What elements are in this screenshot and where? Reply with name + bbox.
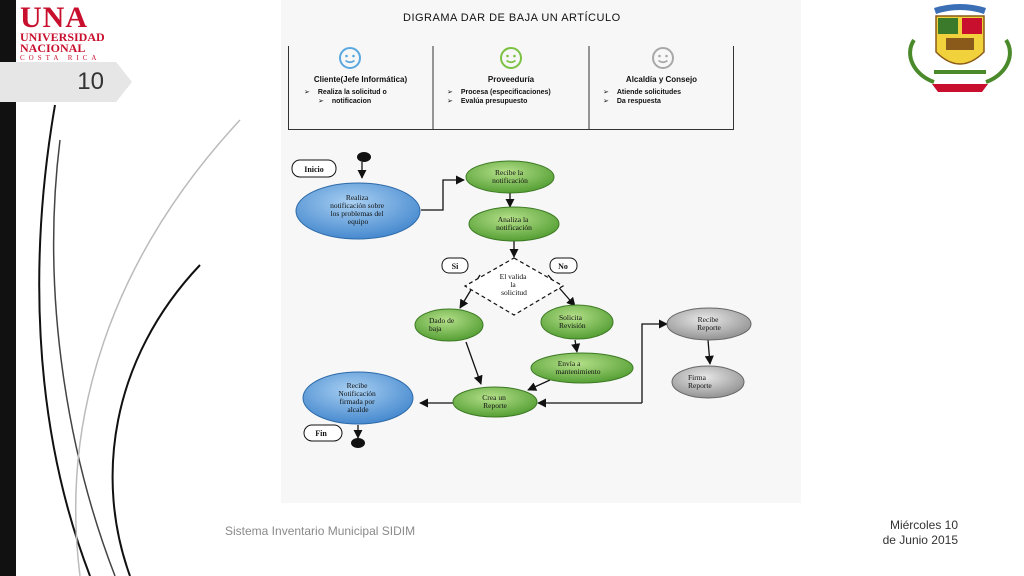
recibe-notificacion-node bbox=[465, 160, 555, 194]
fin-label-box bbox=[303, 424, 343, 442]
decision-node bbox=[463, 257, 565, 316]
lane-cliente-name: Cliente(Jefe Informática) bbox=[313, 75, 408, 84]
si-label-box bbox=[441, 257, 469, 274]
lane-proveeduria-item: Procesa (especificaciones) bbox=[447, 88, 551, 97]
firma-line: Reporte bbox=[688, 381, 712, 390]
realiza-line: notificación sobre bbox=[330, 201, 385, 210]
una-logo-title: UNA bbox=[20, 1, 88, 34]
crea-reporte-label: Crea un Reporte bbox=[482, 393, 507, 410]
solicita-revision-label: Solicita Revisión bbox=[559, 313, 586, 330]
footer-system-name: Sistema Inventario Municipal SIDIM bbox=[225, 524, 416, 538]
crea-line: Reporte bbox=[483, 401, 507, 410]
page-number: 10 bbox=[77, 68, 104, 95]
recibe-notificacion-line: Recibe la bbox=[495, 168, 524, 177]
footer-date-line1: Miércoles 10 bbox=[889, 518, 958, 532]
inicio-label: Inicio bbox=[304, 165, 324, 174]
municipal-crest-logo bbox=[908, 4, 1012, 92]
footer-date: Miércoles 10 de Junio 2015 bbox=[860, 518, 958, 548]
start-node bbox=[357, 152, 371, 162]
lane-cliente-item-cont: notificacion bbox=[331, 98, 372, 105]
si-label: Si bbox=[452, 262, 459, 271]
envia-mantenimiento-node bbox=[530, 352, 634, 384]
recibe-reporte-line: Recibe bbox=[698, 315, 719, 324]
recibe-firmada-line: Recibe bbox=[347, 381, 368, 390]
solicita-line: Solicita bbox=[559, 313, 583, 322]
diagram-title: DIGRAMA DAR DE BAJA UN ARTÍCULO bbox=[403, 12, 621, 24]
footer-date-line2: de Junio 2015 bbox=[882, 533, 958, 547]
envia-line: Envía a bbox=[558, 359, 581, 368]
lane-cliente: Cliente(Jefe Informática) Realiza la sol… bbox=[288, 46, 433, 130]
crea-reporte-node bbox=[452, 386, 538, 418]
realiza-node bbox=[295, 182, 421, 240]
envia-line: mantenimiento bbox=[556, 367, 601, 376]
firma-reporte-node bbox=[671, 365, 745, 399]
analiza-line: notificación bbox=[496, 223, 532, 232]
recibe-firmada-line: Notificación bbox=[338, 389, 376, 398]
analiza-line: Analiza la bbox=[498, 215, 529, 224]
lane-proveeduria: Proveeduría Procesa (especificaciones) E… bbox=[433, 46, 589, 130]
swimlane-header: Cliente(Jefe Informática) Realiza la sol… bbox=[288, 46, 734, 130]
recibe-firmada-line: firmada por bbox=[339, 397, 375, 406]
lane-alcaldia-name: Alcaldía y Consejo bbox=[625, 75, 698, 84]
decision-label: El valida la solicitud bbox=[500, 272, 529, 297]
lane-alcaldia-items: Atiende solicitudes Da respuesta bbox=[603, 88, 681, 106]
page-number-tab: 10 bbox=[0, 62, 132, 102]
decision-line: El valida bbox=[500, 272, 528, 281]
realiza-node-label: Realiza notificación sobre los problemas… bbox=[330, 193, 386, 226]
analiza-node bbox=[468, 206, 560, 242]
recibe-firmada-line: alcalde bbox=[347, 405, 369, 414]
recibe-firmada-label: Recibe Notificación firmada por alcalde bbox=[338, 381, 377, 414]
realiza-line: los problemas del bbox=[331, 209, 384, 218]
end-node bbox=[351, 438, 365, 448]
una-logo-line3: NACIONAL bbox=[20, 41, 86, 55]
lane-alcaldia: Alcaldía y Consejo Atiende solicitudes D… bbox=[589, 46, 734, 130]
dado-baja-node bbox=[414, 308, 484, 342]
dado-baja-line: baja bbox=[429, 324, 442, 333]
lane-cliente-items: Realiza la solicitud o notificacion bbox=[304, 88, 387, 106]
recibe-firmada-node bbox=[302, 371, 414, 425]
recibe-notificacion-line: notificación bbox=[492, 176, 528, 185]
solicita-revision-node bbox=[540, 304, 614, 340]
lane-proveeduria-item: Evalúa presupuesto bbox=[447, 97, 551, 106]
recibe-reporte-node bbox=[666, 307, 752, 341]
lane-proveeduria-items: Procesa (especificaciones) Evalúa presup… bbox=[447, 88, 551, 106]
dado-baja-line: Dado de bbox=[429, 316, 455, 325]
recibe-reporte-label: Recibe Reporte bbox=[697, 315, 721, 332]
smiley-face-icon bbox=[500, 47, 522, 69]
lane-cliente-item: Realiza la solicitud o bbox=[304, 88, 387, 97]
decision-line: la bbox=[510, 280, 516, 289]
lane-alcaldia-item: Da respuesta bbox=[603, 97, 681, 106]
crea-line: Crea un bbox=[482, 393, 506, 402]
smiley-face-icon bbox=[652, 47, 674, 69]
lane-alcaldia-item: Atiende solicitudes bbox=[603, 88, 681, 97]
swimlane-borders bbox=[288, 46, 734, 130]
firma-reporte-label: Firma Reporte bbox=[688, 373, 712, 390]
inicio-label-box bbox=[291, 159, 337, 178]
recibe-notificacion-label: Recibe la notificación bbox=[492, 168, 528, 185]
una-logo-line2: UNIVERSIDAD bbox=[20, 30, 105, 44]
no-label-box bbox=[549, 257, 578, 274]
no-label: No bbox=[558, 262, 568, 271]
envia-mantenimiento-label: Envía a mantenimiento bbox=[556, 359, 601, 376]
smiley-face-icon bbox=[339, 47, 361, 69]
left-accent-bar bbox=[0, 0, 16, 576]
lane-proveeduria-name: Proveeduría bbox=[487, 75, 535, 84]
fin-label: Fin bbox=[315, 429, 327, 438]
realiza-line: Realiza bbox=[346, 193, 369, 202]
una-logo-line4: COSTA RICA bbox=[20, 54, 101, 62]
firma-line: Firma bbox=[688, 373, 707, 382]
solicita-line: Revisión bbox=[559, 321, 586, 330]
decision-line: solicitud bbox=[501, 288, 527, 297]
decorative-curves bbox=[38, 104, 241, 576]
realiza-line: equipo bbox=[348, 217, 369, 226]
lane-cliente-item: notificacion bbox=[304, 97, 387, 106]
dado-baja-label: Dado de baja bbox=[429, 316, 456, 333]
analiza-label: Analiza la notificación bbox=[496, 215, 532, 232]
recibe-reporte-line: Reporte bbox=[697, 323, 721, 332]
una-logo: UNA UNIVERSIDAD NACIONAL COSTA RICA bbox=[20, 1, 120, 63]
